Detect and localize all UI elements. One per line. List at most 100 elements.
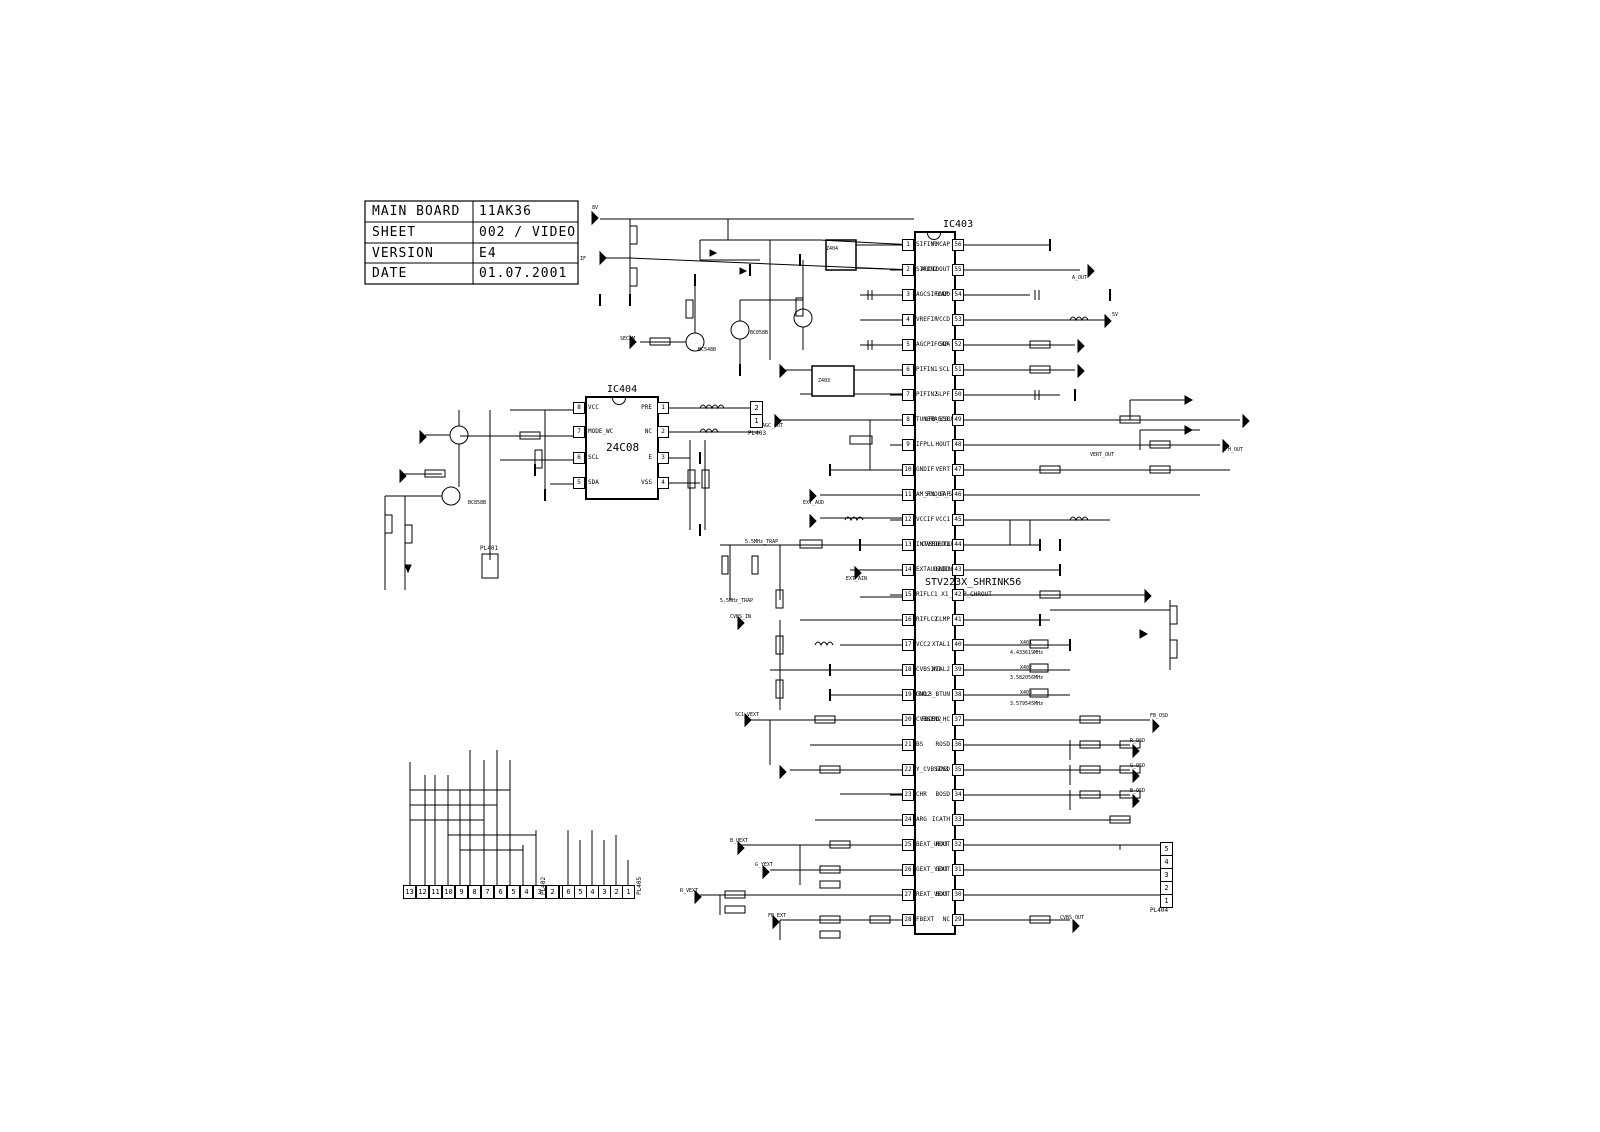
net-vert-out: VERT_OUT: [1090, 452, 1115, 458]
pl402-pin-4: 4: [520, 885, 533, 899]
ic403-pin-52-number: 52: [952, 339, 964, 351]
ic403-pin-43-number: 43: [952, 564, 964, 576]
ic403-pin-46-number: 46: [952, 489, 964, 501]
ic403-pin-35-number: 35: [952, 764, 964, 776]
pl403-ref: PL403: [748, 430, 767, 437]
ic404-pin-8-name: VCC: [588, 404, 599, 411]
ic403-pin-41-name: CLMP: [935, 616, 950, 623]
xtal2-freq: 3.582056MHz: [1010, 675, 1044, 681]
xtal3-freq: 3.579545MHz: [1010, 701, 1044, 707]
ic403-pin-32-number: 32: [952, 839, 964, 851]
ic403-pin-18-number: 18: [902, 664, 914, 676]
ic403-pin-14-name: EXTAUDIOIN: [916, 566, 953, 573]
pl402-pin-7: 7: [481, 885, 494, 899]
ic403-pin-36-number: 36: [952, 739, 964, 751]
ic403-pin-14-number: 14: [902, 564, 914, 576]
ic403-pin-5-number: 5: [902, 339, 914, 351]
ic403-pin-25-number: 25: [902, 839, 914, 851]
ic403-pin-33-name: ICATH: [931, 816, 950, 823]
ic403-pin-21-name: BS: [916, 741, 924, 748]
pl404-pin-3: 3: [1160, 868, 1173, 882]
ic403-pin-7-name: PIFIN2: [916, 391, 938, 398]
ic403-pin-43-name: GND1: [935, 566, 950, 573]
ic403-pin-5-name: AGCPIFCAP: [916, 341, 949, 348]
net-a-out: A_OUT: [1072, 275, 1088, 281]
ic403-pin-28-name: FBEXT: [916, 916, 935, 923]
ic403-pin-15-number: 15: [902, 589, 914, 601]
ic403-pin-52-name: SDA: [939, 341, 950, 348]
ic403-pin-32-name: ROUT: [935, 841, 950, 848]
ic403-pin-36-name: ROSD: [935, 741, 950, 748]
ic403-pin-39-name: XTAL2: [931, 666, 950, 673]
z403-filter: [811, 365, 855, 397]
t402-label: BC548B: [698, 347, 717, 353]
ic403-pin-11-number: 11: [902, 489, 914, 501]
ic403-pin-56-name: FMCAP: [931, 241, 950, 248]
ic403-pin-13-name: INTVIDEOOUT: [916, 541, 956, 548]
pl402-pin-13: 13: [403, 885, 416, 899]
title-label-main-board: MAIN BOARD: [372, 204, 461, 219]
ic403-pin-12-number: 12: [902, 514, 914, 526]
ic403-pin-9-number: 9: [902, 439, 914, 451]
ic403-pin-50-name: SLPF: [935, 391, 950, 398]
ic403-pin-16-name: RIFLC2: [916, 616, 938, 623]
pl405-pin-1: 1: [622, 885, 635, 899]
ic403-pin-44-number: 44: [952, 539, 964, 551]
ic403-pin-9-name: IFPLL: [916, 441, 935, 448]
ic403-pin-24-number: 24: [902, 814, 914, 826]
net-cvbs-in: CVBS_IN: [730, 614, 752, 620]
ic404-pin-2-name: NC: [644, 428, 652, 435]
ic403-part: STV223X_SHRINK56: [925, 577, 1022, 588]
ic403-pin-28-number: 28: [902, 914, 914, 926]
ic403-pin-51-number: 51: [952, 364, 964, 376]
net-agc-out: AGC_OUT: [762, 423, 784, 429]
net-8v: 8V: [592, 205, 599, 211]
ic403-pin-54-number: 54: [952, 289, 964, 301]
ic403-ref: IC403: [943, 219, 974, 230]
xtal1-freq: 4.433619MHz: [1010, 650, 1044, 656]
pl402-pin-10: 10: [442, 885, 455, 899]
ic403-pin-55-name: AUDIOOUT: [921, 266, 950, 273]
ic404-pin-4-number: 4: [657, 477, 669, 489]
ic403-pin-20-number: 20: [902, 714, 914, 726]
ic404-pin-2-number: 2: [657, 426, 669, 438]
ic403-pin-1-number: 1: [902, 239, 914, 251]
pl404-pin-1: 1: [1160, 894, 1173, 908]
net-fb-osd: FB_OSD: [1150, 713, 1169, 719]
ic403-pin-31-number: 31: [952, 864, 964, 876]
ic403-pin-33-number: 33: [952, 814, 964, 826]
pl402-pin-6: 6: [494, 885, 507, 899]
ic403-pin-22-number: 22: [902, 764, 914, 776]
ic404-pin-4-name: VSS: [641, 479, 652, 486]
ic403-pin-3-name: AGCSIFCAP: [916, 291, 949, 298]
ic403-pin-19-number: 19: [902, 689, 914, 701]
ic403-pin-18-name: CVBSIN1: [916, 666, 942, 673]
ic403-pin-34-number: 34: [952, 789, 964, 801]
pl402-pin-2: 2: [546, 885, 559, 899]
ic403-pin-2-number: 2: [902, 264, 914, 276]
pl404-pin-4: 4: [1160, 855, 1173, 869]
ic403-pin-47-name: VERT: [935, 466, 950, 473]
pl402-pin-11: 11: [429, 885, 442, 899]
ic403-pin-4-name: VREFIF: [916, 316, 938, 323]
ic403-pin-2-name: SIFIN2: [916, 266, 938, 273]
pl403-pin-2: 2: [750, 401, 763, 415]
ic403-pin-23-number: 23: [902, 789, 914, 801]
ic403-pin-21-number: 21: [902, 739, 914, 751]
title-value-main-board: 11AK36: [479, 204, 532, 219]
ic403-pin-35-name: GOSD: [935, 766, 950, 773]
ic403-pin-45-number: 45: [952, 514, 964, 526]
ic403-pin-1-name: SIFIN1: [916, 241, 938, 248]
ic403-pin-13-number: 13: [902, 539, 914, 551]
ic403-pin-54-name: GNDD: [935, 291, 950, 298]
ic403-pin-30-number: 30: [952, 889, 964, 901]
title-label-version: VERSION: [372, 246, 434, 261]
title-label-date: DATE: [372, 266, 408, 281]
ic404-pin-1-number: 1: [657, 402, 669, 414]
net-cvbs-out: CVBS_OUT: [1060, 915, 1085, 921]
net-fb-ext: FB_EXT: [768, 913, 787, 919]
ic403-pin-31-name: GOUT: [935, 866, 950, 873]
net-sc1-vext: SC1_VEXT: [735, 712, 760, 718]
net-b-uext: B_UEXT: [730, 838, 749, 844]
ic403-pin-12-name: VCCIF: [916, 516, 935, 523]
